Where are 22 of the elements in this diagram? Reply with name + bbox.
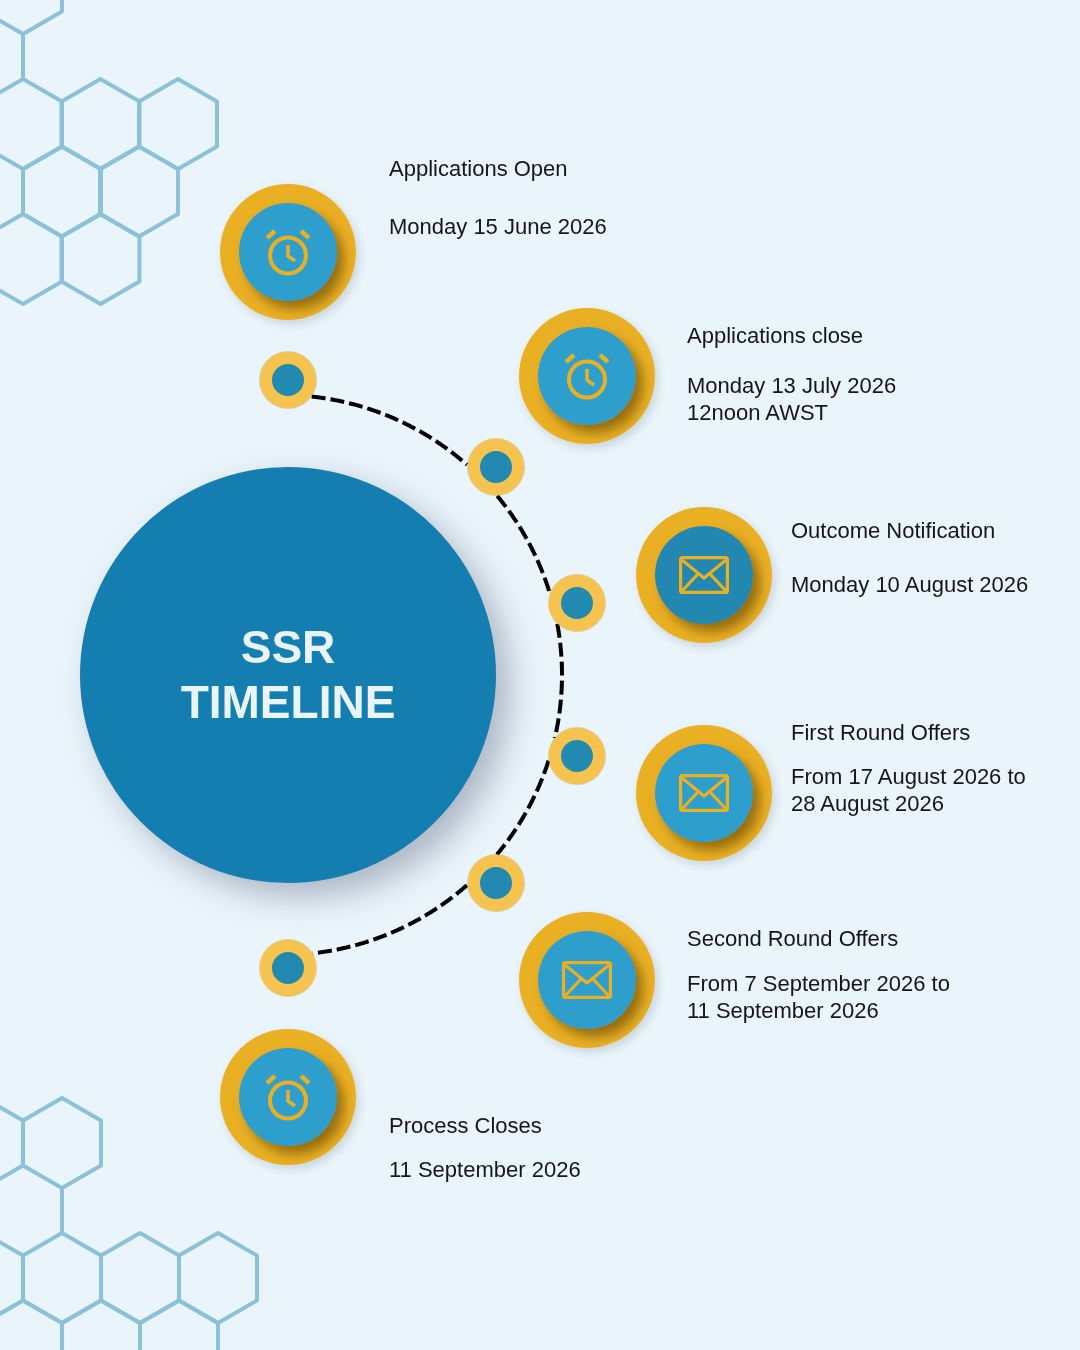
timeline-dot xyxy=(468,439,524,495)
timeline-dot xyxy=(468,855,524,911)
timeline-dot xyxy=(260,352,316,408)
milestone-title: First Round Offers xyxy=(791,719,972,746)
dashed-line xyxy=(552,622,564,740)
milestone-title: Applications Open xyxy=(389,155,569,182)
milestone-title: Outcome Notification xyxy=(791,517,997,544)
milestone-date: Monday 10 August 2026 xyxy=(791,571,1030,598)
timeline-title: SSR TIMELINE xyxy=(179,620,397,730)
dashed-line xyxy=(495,759,551,856)
timeline-dot xyxy=(260,940,316,996)
milestone-date: From 17 August 2026 to 28 August 2026 xyxy=(791,763,1027,817)
milestone-title: Second Round Offers xyxy=(687,925,900,952)
timeline-dot xyxy=(549,575,605,631)
timeline-dot xyxy=(549,728,605,784)
milestone-title: Process Closes xyxy=(389,1112,543,1139)
milestone-date: 11 September 2026 xyxy=(389,1156,582,1183)
dashed-line xyxy=(310,394,469,467)
milestone-date: Monday 13 July 2026 12noon AWST xyxy=(687,372,898,426)
milestone-date: From 7 September 2026 to 11 September 2026 xyxy=(687,970,951,1024)
milestone-date: Monday 15 June 2026 xyxy=(389,213,608,240)
milestone-title: Applications close xyxy=(687,322,865,349)
